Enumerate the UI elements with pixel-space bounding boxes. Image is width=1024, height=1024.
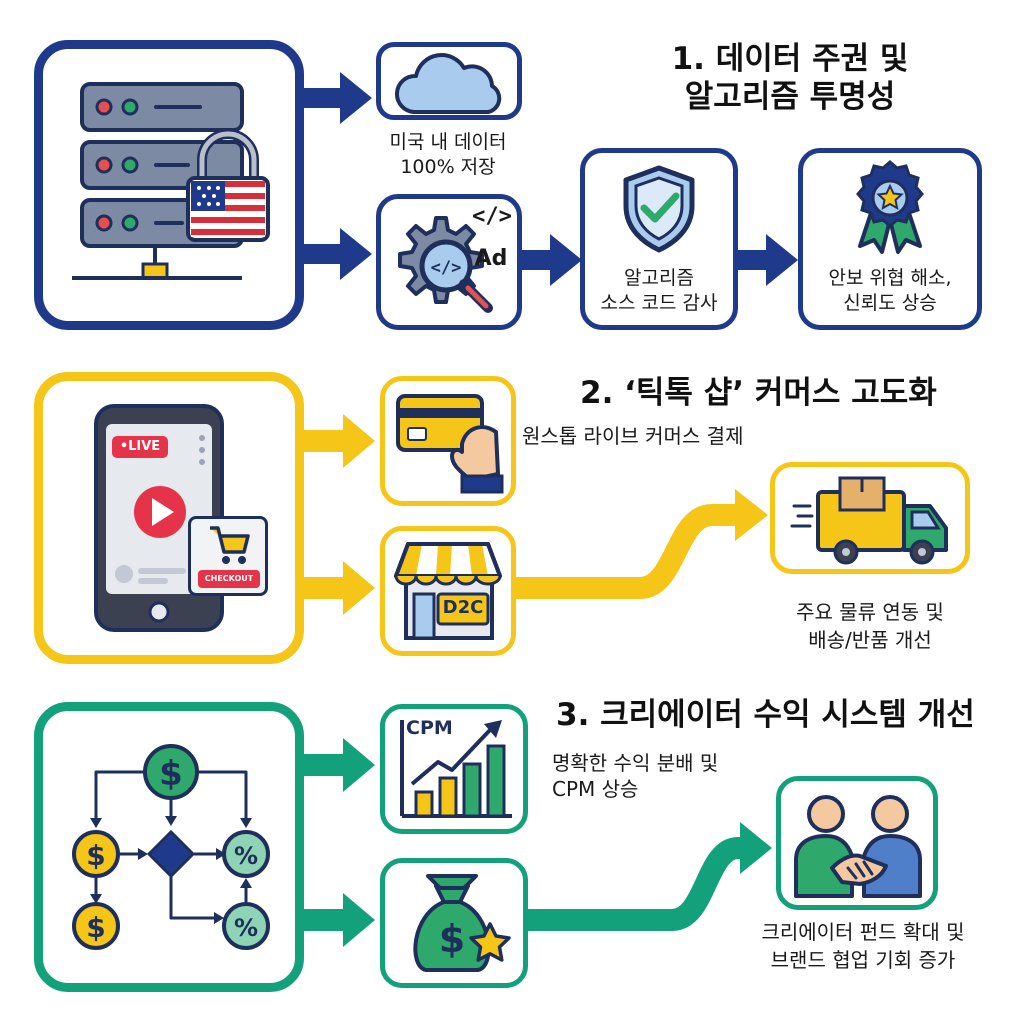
d2c-store-icon [394, 542, 502, 640]
award-ribbon-icon [856, 160, 924, 254]
svg-text:$: $ [86, 839, 105, 872]
caption-trust: 안보 위협 해소, 신뢰도 상승 [800, 266, 980, 316]
arrow-head-logistics [735, 489, 768, 541]
svg-text:$: $ [159, 754, 183, 794]
caption-fund-line2: 브랜드 협업 기회 증가 [770, 948, 956, 972]
gear-code-magnifier-icon: </> [398, 216, 493, 313]
caption-cpm: 명확한 수익 분배 및 CPM 상승 [552, 750, 792, 802]
code-label: </> [472, 204, 512, 229]
arrow-shaft-audit-tool [300, 244, 342, 264]
caption-fund-line1: 크리에이터 펀드 확대 및 [761, 920, 965, 944]
arrow-head-storage [340, 72, 372, 124]
cpm-label: CPM [406, 717, 453, 739]
section2-title: 2. ‘틱톡 샵’ 커머스 고도화 [580, 375, 937, 411]
trust-box [798, 148, 982, 330]
ad-label: Ad [474, 246, 508, 271]
checkout-label: CHECKOUT [204, 574, 254, 583]
svg-text:%: % [234, 842, 258, 870]
section1-title-line2: 알고리즘 투명성 [684, 79, 896, 115]
arrow-shaft-store [300, 577, 345, 599]
arrow-head-cpm [343, 738, 375, 792]
shopping-cart-icon [210, 526, 250, 564]
arrow-head-store [343, 561, 375, 615]
arrow-shaft-trust [738, 250, 768, 270]
cloud-icon [394, 53, 502, 114]
arrow-shaft-payment [300, 430, 345, 452]
delivery-truck-icon [790, 476, 948, 565]
arrow-shaft-audit [522, 250, 552, 270]
caption-storage-line1: 미국 내 데이터 [389, 131, 507, 153]
arrow-curve-partnership [527, 837, 749, 931]
cpm-growth-chart-icon [400, 720, 512, 818]
svg-text:%: % [234, 914, 258, 942]
caption-logistics: 주요 물류 연동 및 배송/반품 개선 [750, 598, 990, 654]
arrow-head-fund [343, 893, 375, 947]
caption-storage-line2: 100% 저장 [400, 156, 496, 178]
caption-trust-line2: 신뢰도 상승 [843, 292, 937, 314]
checkout-button[interactable] [198, 570, 260, 588]
store-label: D2C [442, 597, 484, 618]
arrow-head-trust [766, 234, 798, 286]
caption-fund: 크리에이터 펀드 확대 및 브랜드 협업 기회 증가 [730, 918, 996, 974]
caption-storage: 미국 내 데이터 100% 저장 [358, 130, 538, 180]
section1-title-line1: 1. 데이터 주권 및 [671, 41, 909, 77]
caption-logistics-line1: 주요 물류 연동 및 [796, 600, 944, 624]
arrow-shaft-fund [300, 909, 345, 931]
arrow-shaft-storage [300, 88, 342, 108]
svg-text:</>: </> [431, 258, 462, 278]
section1-title: 1. 데이터 주권 및 알고리즘 투명성 [600, 40, 980, 116]
arrow-head-payment [343, 414, 375, 468]
server-lock-icon [72, 82, 270, 280]
live-badge: •LIVE [119, 439, 161, 454]
card-payment-hand-icon [396, 394, 504, 494]
caption-audit-line2: 소스 코드 감사 [600, 292, 718, 314]
arrow-curve-logistics [516, 504, 738, 599]
section3-title: 3. 크리에이터 수익 시스템 개선 [556, 697, 975, 733]
arrow-head-partnership [740, 822, 772, 874]
arrow-head-audit-tool [340, 228, 372, 280]
caption-cpm-line2: CPM 상승 [552, 777, 639, 801]
arrow-head-audit [550, 234, 582, 286]
svg-text:$: $ [439, 917, 465, 961]
shield-check-icon [623, 165, 695, 253]
caption-logistics-line2: 배송/반품 개선 [808, 628, 932, 652]
caption-trust-line1: 안보 위협 해소, [828, 267, 952, 289]
svg-text:$: $ [86, 911, 105, 944]
handshake-icon [794, 795, 922, 898]
caption-payment: 원스톱 라이브 커머스 결제 [522, 424, 744, 448]
revenue-flow-icon: $ $ % $ % [72, 744, 270, 950]
money-bag-star-icon: $ [413, 874, 511, 972]
caption-cpm-line1: 명확한 수익 분배 및 [552, 751, 719, 775]
arrow-shaft-cpm [300, 754, 345, 776]
caption-audit: 알고리즘 소스 코드 감사 [584, 266, 734, 316]
caption-audit-line1: 알고리즘 [624, 267, 694, 289]
